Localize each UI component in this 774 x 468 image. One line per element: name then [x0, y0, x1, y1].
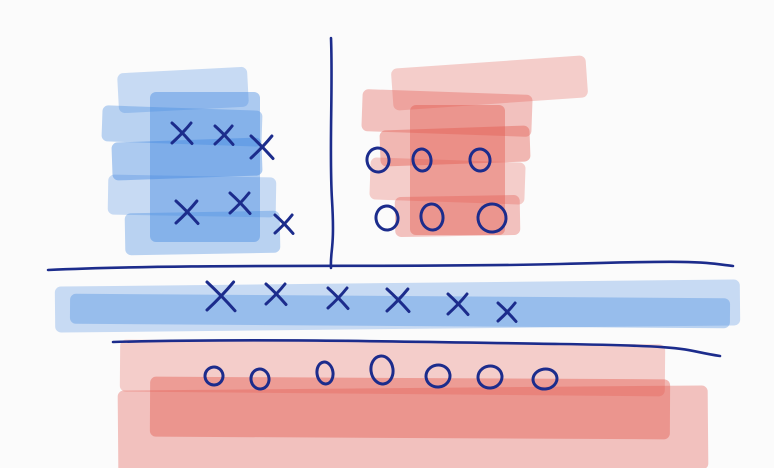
top-right-block-stroke: [361, 89, 533, 137]
x-mark-stroke-b: [205, 280, 236, 312]
o-mark: [374, 204, 400, 232]
x-mark: [205, 280, 237, 313]
lower-horizontal-divider: [111, 338, 722, 358]
o-mark: [476, 202, 508, 234]
top-right-block-stroke: [379, 125, 531, 167]
x-mark: [446, 292, 470, 316]
top-right-block-stroke: [391, 55, 588, 111]
top-left-block-stroke: [107, 174, 277, 218]
top-left-block-stroke: [150, 92, 260, 242]
top-right-block-stroke: [410, 105, 505, 235]
o-mark: [531, 367, 559, 391]
x-mark: [385, 287, 411, 314]
x-mark-stroke-b: [273, 213, 294, 235]
o-mark: [369, 354, 395, 386]
o-mark: [365, 146, 391, 174]
bottom-band-shading: [117, 339, 709, 468]
top-left-block-stroke: [117, 66, 249, 114]
o-mark: [411, 147, 433, 173]
x-mark-stroke-b: [213, 124, 234, 146]
middle-band-shading: [54, 279, 741, 333]
x-mark: [213, 124, 235, 146]
top-left-block-stroke: [124, 210, 281, 256]
vertical-divider: [329, 36, 335, 270]
x-mark: [273, 213, 295, 235]
bottom-band-stroke: [117, 385, 709, 468]
x-mark-stroke-b: [228, 191, 251, 215]
x-mark-stroke-b: [496, 301, 517, 323]
x-mark-stroke-b: [446, 292, 469, 316]
x-mark-stroke-b: [170, 121, 193, 145]
x-mark: [170, 121, 194, 145]
x-mark: [174, 199, 200, 226]
o-mark: [419, 202, 445, 232]
x-mark: [249, 134, 275, 161]
x-mark-stroke-b: [326, 286, 349, 310]
x-mark-stroke-b: [174, 199, 199, 225]
shaded-regions: [54, 55, 741, 468]
upper-horizontal-divider: [46, 260, 735, 272]
o-mark: [424, 363, 452, 389]
x-mark: [326, 286, 350, 310]
x-mark-stroke-b: [249, 134, 274, 160]
o-mark: [468, 147, 492, 173]
o-mark: [249, 367, 271, 391]
o-mark: [315, 360, 335, 386]
x-mark-stroke-b: [264, 282, 287, 306]
middle-band-stroke: [69, 293, 731, 329]
o-mark: [476, 364, 504, 390]
o-mark: [203, 365, 225, 387]
boundary-lines: [46, 36, 735, 358]
top-left-block-stroke: [111, 137, 263, 181]
top-left-block-shading: [101, 66, 281, 256]
x-mark: [264, 282, 288, 306]
data-point-marks: [170, 121, 559, 391]
x-mark-stroke-b: [385, 287, 410, 313]
x-mark: [228, 191, 252, 215]
x-mark: [496, 301, 518, 323]
bottom-band-stroke: [149, 376, 671, 440]
